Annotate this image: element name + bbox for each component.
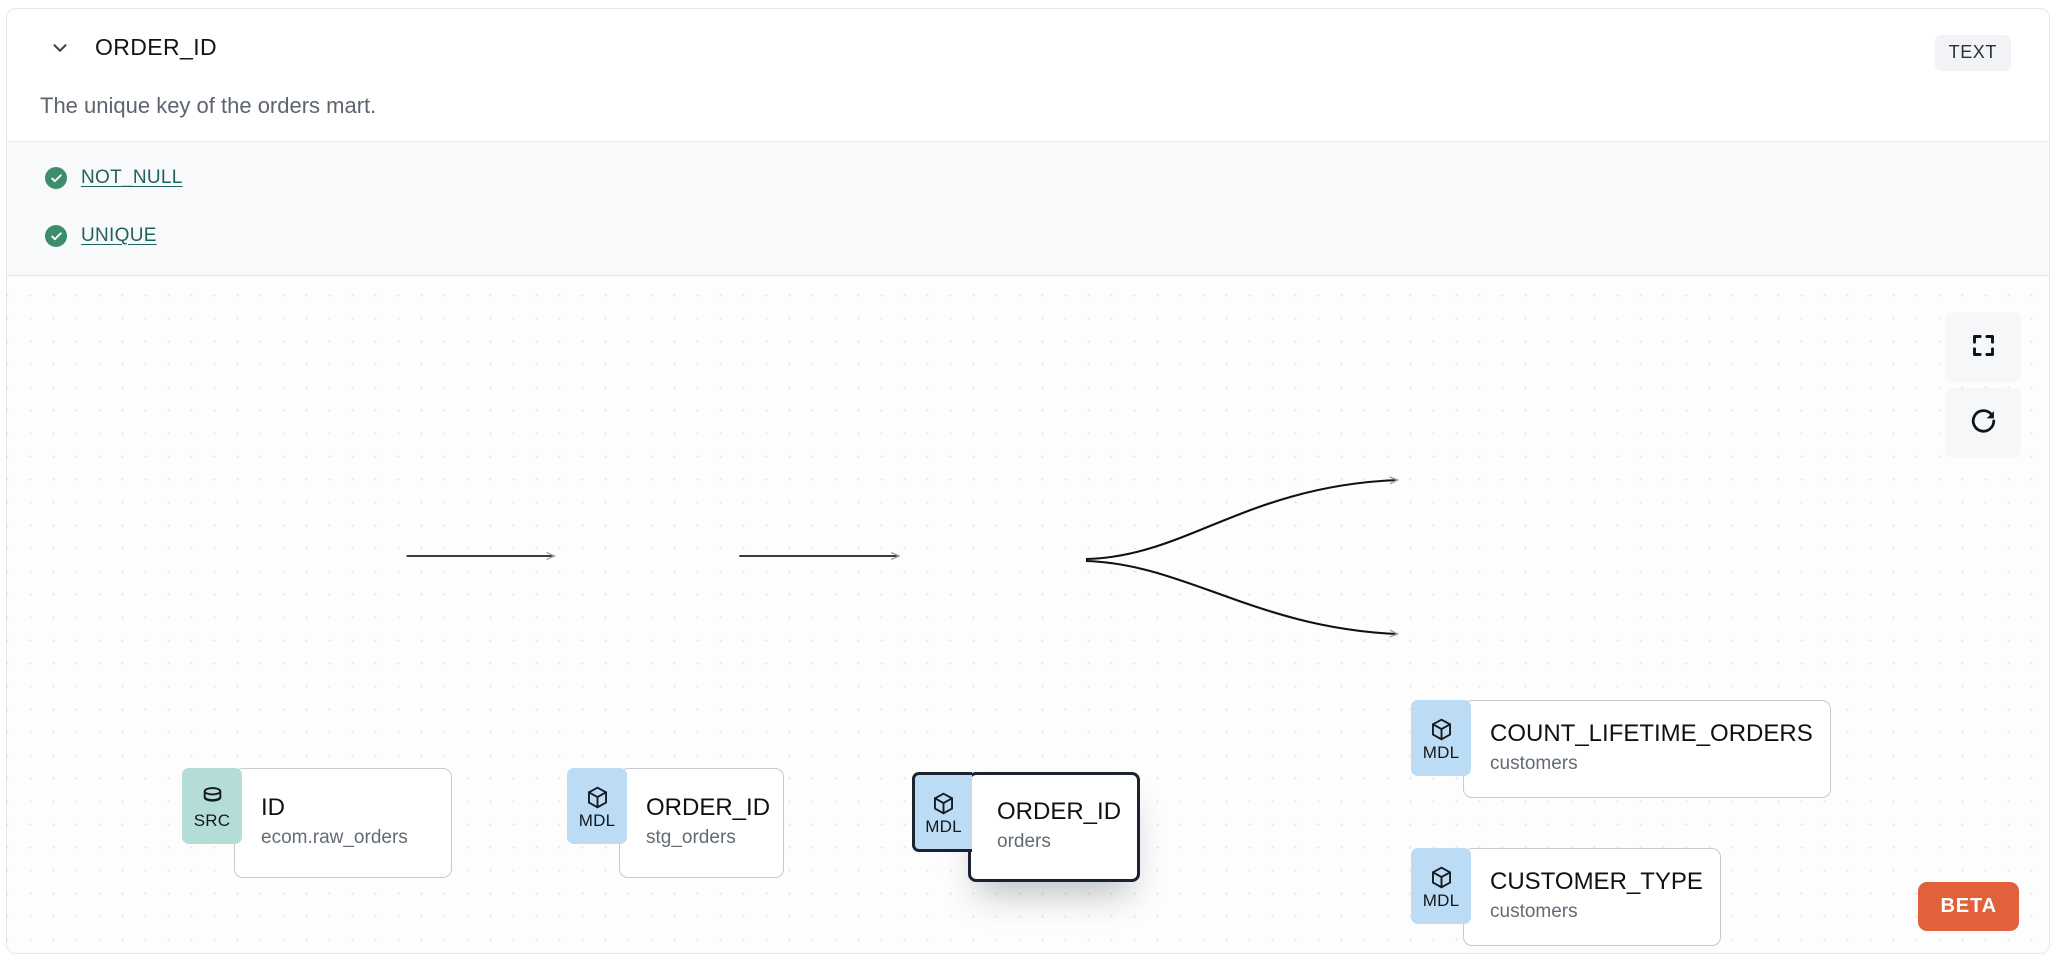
column-type-badge: TEXT <box>1934 35 2011 71</box>
fit-view-button[interactable] <box>1945 312 2021 382</box>
node-column-name: ORDER_ID <box>997 797 1122 825</box>
check-circle-icon <box>45 167 67 189</box>
test-link-label[interactable]: UNIQUE <box>81 225 157 246</box>
check-circle-icon <box>45 225 67 247</box>
node-card[interactable]: ORDER_ID orders <box>968 772 1140 882</box>
node-type-badge-mdl: MDL <box>1411 848 1471 924</box>
node-type-badge-mdl: MDL <box>567 768 627 844</box>
test-link-label[interactable]: NOT_NULL <box>81 167 183 188</box>
node-resource-name: customers <box>1490 901 1578 923</box>
node-card[interactable]: COUNT_LIFETIME_ORDERS customers <box>1463 700 1831 798</box>
node-badge-label: MDL <box>1422 891 1460 910</box>
node-resource-name: orders <box>997 831 1051 853</box>
test-item-not-null[interactable]: NOT_NULL <box>45 167 183 189</box>
refresh-lineage-button[interactable] <box>1945 388 2021 458</box>
node-resource-name: stg_orders <box>646 827 736 849</box>
node-type-badge-mdl: MDL <box>912 772 972 852</box>
node-card[interactable]: ID ecom.raw_orders <box>234 768 452 878</box>
column-detail-panel: ORDER_ID TEXT The unique key of the orde… <box>6 8 2050 954</box>
fullscreen-icon <box>1970 332 1997 362</box>
node-column-name: COUNT_LIFETIME_ORDERS <box>1490 719 1813 747</box>
edge-orders-to-count <box>1085 480 1398 561</box>
cube-icon <box>1429 863 1454 891</box>
node-badge-label: SRC <box>193 811 231 830</box>
page-title: ORDER_ID <box>95 34 218 60</box>
lineage-canvas[interactable]: SRC ID ecom.raw_orders <box>7 276 2049 953</box>
node-card[interactable]: ORDER_ID stg_orders <box>619 768 784 878</box>
node-resource-name: ecom.raw_orders <box>261 827 408 849</box>
node-badge-label: MDL <box>578 811 616 830</box>
lineage-node-customer-type[interactable]: MDL CUSTOMER_TYPE customers <box>1411 848 1721 946</box>
node-badge-label: MDL <box>1422 743 1460 762</box>
panel-header: ORDER_ID TEXT The unique key of the orde… <box>7 9 2049 141</box>
node-type-badge-src: SRC <box>182 768 242 844</box>
node-column-name: CUSTOMER_TYPE <box>1490 867 1703 895</box>
test-item-unique[interactable]: UNIQUE <box>45 225 157 247</box>
header-title-row: ORDER_ID <box>47 34 217 61</box>
node-resource-name: customers <box>1490 753 1578 775</box>
node-card[interactable]: CUSTOMER_TYPE customers <box>1463 848 1721 946</box>
node-column-name: ID <box>261 793 285 821</box>
column-description: The unique key of the orders mart. <box>40 93 377 118</box>
lineage-node-count-lifetime-orders[interactable]: MDL COUNT_LIFETIME_ORDERS customers <box>1411 700 1831 798</box>
lineage-node-stg-orders[interactable]: MDL ORDER_ID stg_orders <box>567 768 784 878</box>
node-type-badge-mdl: MDL <box>1411 700 1471 776</box>
database-icon <box>200 783 225 811</box>
edge-orders-to-customer-type <box>1085 559 1398 634</box>
chevron-down-icon[interactable] <box>47 35 73 61</box>
cube-icon <box>931 789 956 817</box>
refresh-icon <box>1969 407 1998 439</box>
tests-section: NOT_NULL UNIQUE <box>7 141 2049 276</box>
lineage-node-src-id[interactable]: SRC ID ecom.raw_orders <box>182 768 452 878</box>
beta-badge[interactable]: BETA <box>1918 882 2019 931</box>
cube-icon <box>585 783 610 811</box>
lineage-node-orders-selected[interactable]: MDL ORDER_ID orders <box>912 772 1140 882</box>
node-badge-label: MDL <box>925 817 962 836</box>
cube-icon <box>1429 715 1454 743</box>
node-column-name: ORDER_ID <box>646 793 771 821</box>
